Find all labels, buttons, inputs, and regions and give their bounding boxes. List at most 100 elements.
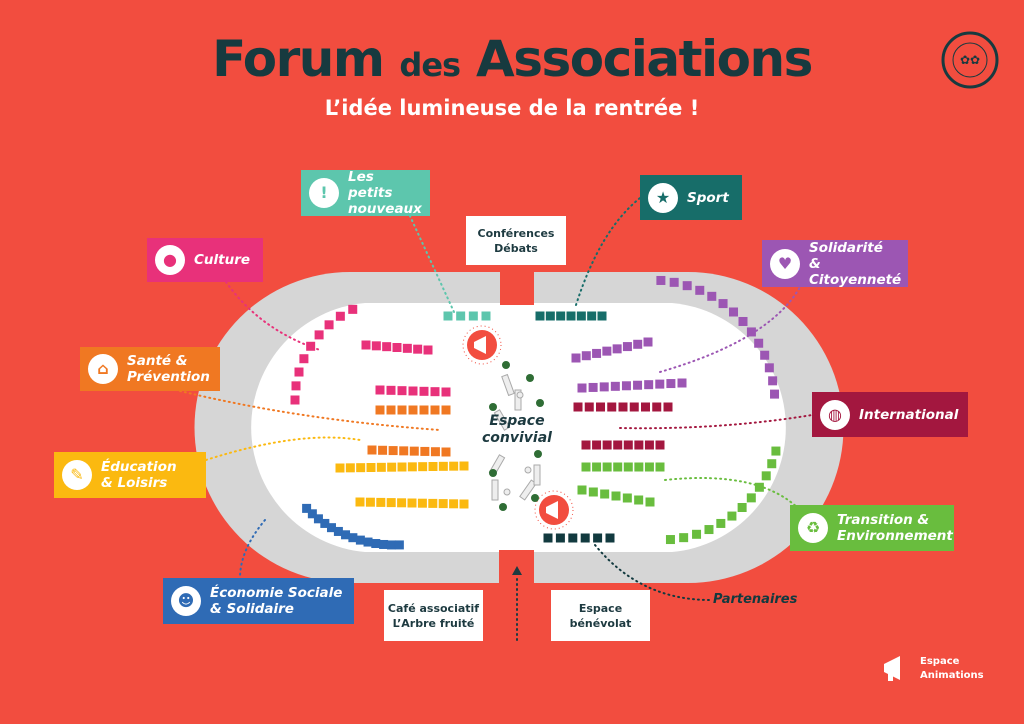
convivial-furniture (488, 361, 544, 511)
booth (602, 440, 612, 450)
booth (335, 463, 345, 473)
booth (634, 440, 644, 450)
booth (356, 463, 366, 473)
booth (633, 380, 643, 390)
booth (770, 389, 780, 399)
entrance-top (500, 265, 534, 305)
booth (365, 497, 375, 507)
booth (716, 518, 726, 528)
house-person-icon: ⌂ (88, 354, 118, 384)
booth (602, 346, 612, 356)
booth (386, 385, 396, 395)
booth (375, 405, 385, 415)
booth (727, 511, 737, 521)
booth (302, 503, 312, 513)
booth (571, 353, 581, 363)
leader-line (575, 197, 641, 306)
booth (767, 459, 777, 469)
partenaires-label: Partenaires (713, 592, 798, 607)
head-icon: ● (155, 245, 185, 275)
booth (623, 462, 633, 472)
category-culture[interactable]: ●Culture (147, 238, 263, 282)
bench (501, 373, 515, 397)
booth (397, 462, 407, 472)
category-sport[interactable]: ★Sport (640, 175, 742, 220)
plant-icon (536, 399, 544, 407)
booth (707, 291, 717, 301)
booth (602, 462, 612, 472)
booth (430, 447, 440, 457)
booth (382, 342, 392, 352)
category-les-petits-nouveaux[interactable]: !Les petits nouveaux (301, 169, 430, 217)
booth (611, 491, 621, 501)
category-solidarite[interactable]: ♥Solidarité & Citoyenneté (762, 240, 908, 288)
subtitle: L’idée lumineuse de la rentrée ! (324, 96, 700, 120)
booth (677, 378, 687, 388)
booth (324, 320, 334, 330)
booth (573, 402, 583, 412)
booth (438, 499, 448, 509)
booth (599, 382, 609, 392)
page-title: Forum des Associations (212, 30, 813, 88)
booth (408, 405, 418, 415)
category-transition[interactable]: ♻Transition & Environnement (790, 505, 954, 551)
table (516, 391, 524, 399)
plant-icon (489, 469, 497, 477)
booth (584, 402, 594, 412)
booth (666, 379, 676, 389)
booth (428, 498, 438, 508)
booth (376, 497, 386, 507)
booth (729, 307, 739, 317)
booth (409, 446, 419, 456)
booth (341, 530, 351, 540)
booth (613, 440, 623, 450)
leader-line (619, 414, 813, 430)
category-economie[interactable]: ☻Économie Sociale & Solidaire (163, 578, 354, 624)
booth (588, 487, 598, 497)
booth (607, 402, 617, 412)
floor (251, 303, 786, 552)
booth (665, 535, 675, 545)
plant-icon (499, 503, 507, 511)
booth (588, 382, 598, 392)
booth (738, 316, 748, 326)
category-international[interactable]: ◍International (812, 392, 968, 437)
booth (326, 523, 336, 533)
heart-hands-icon: ♥ (770, 248, 800, 279)
booth (754, 482, 764, 492)
booth (407, 498, 417, 508)
booth (577, 383, 587, 393)
logo-seal: ✿✿ (941, 31, 999, 89)
booth (449, 461, 459, 471)
booth (348, 533, 358, 543)
booth (764, 363, 774, 373)
booth (600, 489, 610, 499)
booth (333, 526, 343, 536)
booth (456, 311, 466, 321)
booth (645, 497, 655, 507)
booth (441, 387, 451, 397)
table (503, 488, 511, 496)
category-sante[interactable]: ⌂Santé & Prévention (80, 347, 220, 391)
booth (418, 462, 428, 472)
booth (581, 462, 591, 472)
booth (655, 440, 665, 450)
booth (641, 402, 650, 412)
booth (655, 462, 665, 472)
booth (644, 380, 654, 390)
booth (612, 344, 622, 354)
pencil-icon: ✎ (62, 460, 92, 490)
booth (746, 493, 756, 503)
booth (419, 386, 429, 396)
plant-icon (531, 494, 539, 502)
category-education[interactable]: ✎Éducation & Loisirs (54, 452, 206, 498)
booth (622, 342, 632, 352)
booth (605, 533, 615, 543)
booth (419, 405, 429, 415)
booth (397, 386, 407, 396)
booth (394, 540, 404, 550)
booth (761, 471, 771, 481)
